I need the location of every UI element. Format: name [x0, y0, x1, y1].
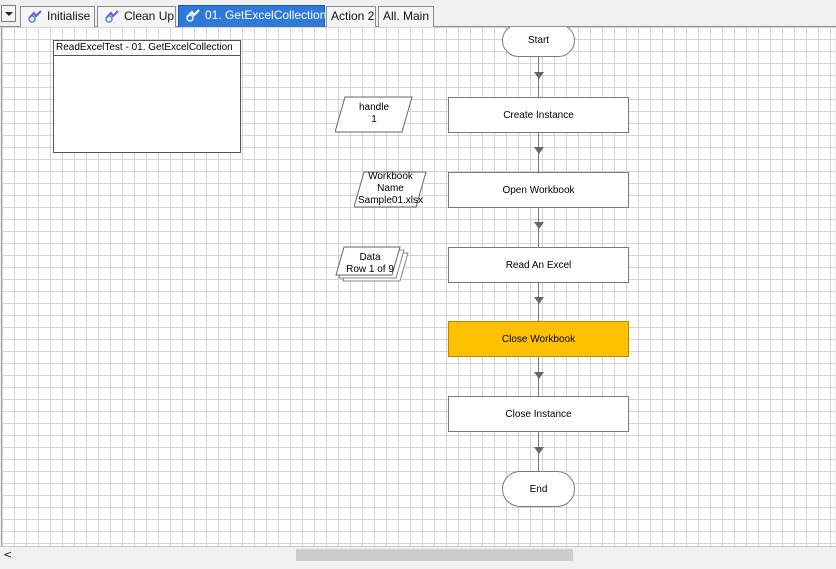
horizontal-scrollbar[interactable]: < — [0, 546, 836, 563]
stage-close-instance[interactable]: Close Instance — [448, 396, 629, 432]
tab-label: Initialise — [47, 9, 91, 23]
tab-bar: Initialise Clean Up 01. GetExcelCollecti… — [0, 0, 836, 27]
flow-arrow-icon — [534, 447, 544, 454]
stage-label: Close Workbook — [501, 333, 576, 345]
page-icon — [27, 9, 43, 23]
data-item-workbook-name[interactable]: Workbook Name Sample01.xlsx — [354, 171, 427, 208]
data-item-collection-data[interactable]: Data Row 1 of 9 — [335, 246, 410, 284]
data-item-value: Row 1 of 9 — [346, 264, 394, 275]
data-item-value: 1 — [371, 114, 377, 125]
tab-initialise[interactable]: Initialise — [20, 6, 95, 27]
start-stage[interactable]: Start — [502, 27, 575, 57]
flow-arrow-icon — [534, 372, 544, 379]
stage-label: Open Workbook — [502, 184, 575, 196]
stage-label: Read An Excel — [505, 259, 572, 271]
data-item-value: Sample01.xlsx — [357, 195, 424, 206]
flow-arrow-icon — [534, 147, 544, 154]
stage-label: Close Instance — [505, 408, 572, 420]
tab-all-main[interactable]: All. Main — [378, 6, 434, 27]
tab-label: All. Main — [383, 9, 430, 23]
flow-arrow-icon — [534, 72, 544, 79]
scroll-left-arrow-icon[interactable]: < — [3, 548, 13, 561]
tab-label: 01. GetExcelCollection — [205, 8, 327, 22]
tab-01-getexcelcollection[interactable]: 01. GetExcelCollection — [178, 5, 327, 27]
data-item-name: Data — [359, 252, 381, 263]
flow-arrow-icon — [534, 222, 544, 229]
data-item-name: Workbook — [368, 171, 413, 182]
data-item-shape — [335, 96, 413, 133]
stage-label: Start — [527, 35, 550, 46]
tab-action-2[interactable]: Action 2 — [326, 6, 376, 27]
data-item-shape — [354, 171, 427, 208]
data-item-name: Name — [377, 183, 404, 194]
collection-icon — [335, 246, 409, 282]
page-icon — [104, 9, 120, 23]
flow-canvas[interactable]: ReadExcelTest - 01. GetExcelCollection S… — [1, 27, 835, 546]
stage-close-workbook[interactable]: Close Workbook — [448, 321, 629, 357]
stage-create-instance[interactable]: Create Instance — [448, 97, 629, 133]
data-item-name: handle — [358, 102, 390, 113]
tab-label: Clean Up — [124, 9, 175, 23]
page-icon — [185, 8, 201, 22]
data-item-handle[interactable]: handle 1 — [335, 96, 413, 133]
stage-read-an-excel[interactable]: Read An Excel — [448, 247, 629, 283]
tab-clean-up[interactable]: Clean Up — [97, 6, 176, 27]
page-info-title: ReadExcelTest - 01. GetExcelCollection — [54, 41, 240, 56]
scrollbar-thumb[interactable] — [296, 549, 573, 561]
flow-arrow-icon — [534, 297, 544, 304]
tab-list-dropdown-button[interactable] — [1, 5, 16, 22]
stage-open-workbook[interactable]: Open Workbook — [448, 172, 629, 208]
page-info-box[interactable]: ReadExcelTest - 01. GetExcelCollection — [53, 40, 241, 153]
end-stage[interactable]: End — [502, 471, 575, 507]
stage-label: Create Instance — [503, 109, 574, 121]
tab-label: Action 2 — [331, 9, 375, 23]
stage-label: End — [529, 483, 548, 495]
